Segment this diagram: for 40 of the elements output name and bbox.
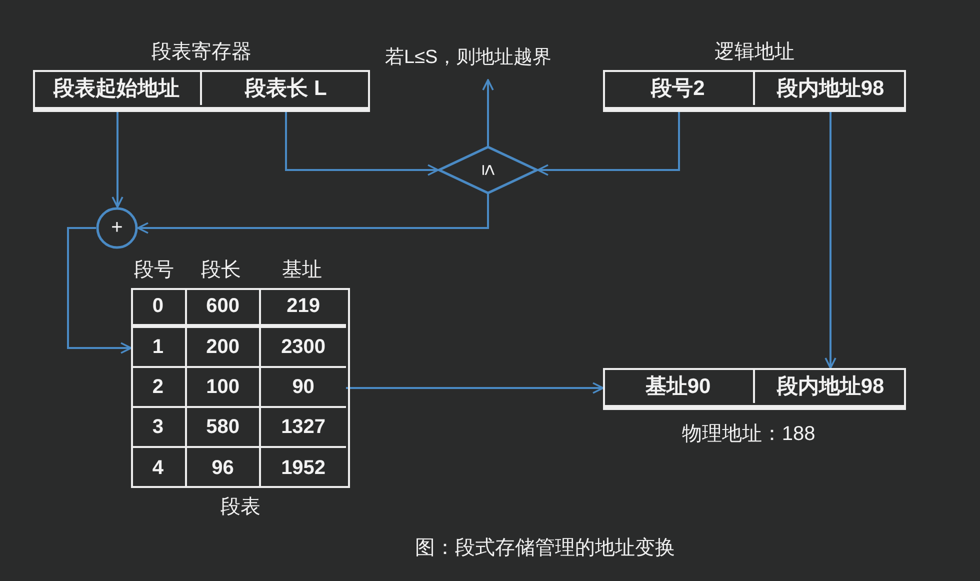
adder-circle: + xyxy=(96,207,138,249)
arrow xyxy=(346,382,604,394)
table-cell-text: 90 xyxy=(291,374,316,400)
arrow xyxy=(537,110,680,176)
figure-caption: 图：段式存储管理的地址变换 xyxy=(415,536,675,561)
arrow xyxy=(824,110,836,369)
table-cell-text: 1327 xyxy=(280,414,327,440)
register-field: 段表起始地址 xyxy=(33,70,202,105)
address-field: 段号2 xyxy=(603,70,755,105)
arrow xyxy=(482,79,494,146)
table-cell-text: 219 xyxy=(286,294,321,318)
box-caption: 物理地址：188 xyxy=(682,422,816,447)
table-cell: 200 xyxy=(186,328,261,366)
condition-text: 若L≤S，则地址越界 xyxy=(385,44,591,70)
table-cell-text: 2300 xyxy=(280,334,327,360)
table-cell: 4 xyxy=(131,448,187,488)
arrow xyxy=(137,194,489,234)
address-field: 段内地址98 xyxy=(755,368,906,403)
table-cell: 600 xyxy=(186,288,261,324)
table-cell: 1 xyxy=(131,328,187,366)
column-heading: 段长 xyxy=(201,258,241,283)
arrow xyxy=(112,110,124,208)
table-cell: 2 xyxy=(131,368,187,406)
register-field: 段表长 L xyxy=(202,70,370,105)
column-heading: 段号 xyxy=(134,258,174,283)
box-title: 段表寄存器 xyxy=(152,40,252,65)
table-cell: 580 xyxy=(186,408,261,446)
box-title: 逻辑地址 xyxy=(714,40,794,65)
address-field: 基址90 xyxy=(603,368,755,403)
compare-diamond: ≤ xyxy=(438,146,538,194)
address-field: 段内地址98 xyxy=(755,70,906,105)
arrow xyxy=(67,227,132,354)
table-cell: 100 xyxy=(186,368,261,406)
table-cell-text: 1952 xyxy=(280,456,327,480)
table-cell: 3 xyxy=(131,408,187,446)
arrow xyxy=(285,110,439,176)
table-cell: 96 xyxy=(186,448,261,488)
table-cell: 0 xyxy=(131,288,187,324)
table-caption: 段表 xyxy=(220,495,260,520)
column-heading: 基址 xyxy=(282,258,322,283)
